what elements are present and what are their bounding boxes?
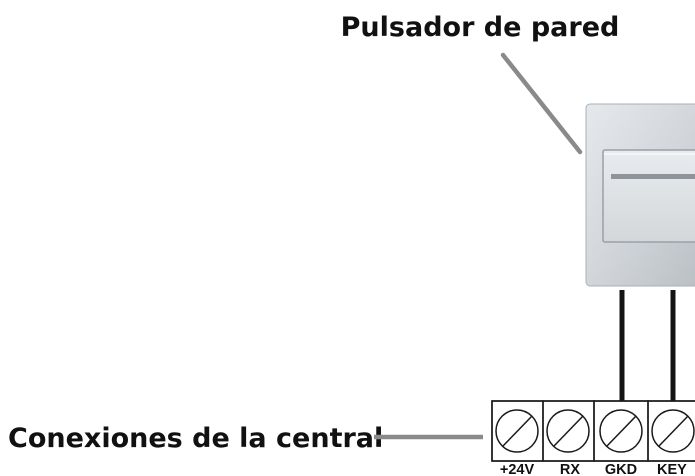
terminal-screw-key <box>647 400 695 462</box>
terminal-label-gkd: GKD <box>605 462 637 476</box>
wall-switch-label: Pulsador de pared <box>341 12 620 43</box>
central-connections-label: Conexiones de la central <box>8 423 383 454</box>
switch-rocker <box>602 149 695 243</box>
wall-switch <box>585 103 695 287</box>
wall-switch-leader-line <box>500 52 583 155</box>
switch-indicator <box>611 174 695 179</box>
terminal-label-key: KEY <box>657 462 687 476</box>
terminal-block: +24V RX GKD KEY <box>491 400 695 476</box>
terminal-label-plus24v: +24V <box>500 462 535 476</box>
terminal-label-rx: RX <box>560 462 580 476</box>
